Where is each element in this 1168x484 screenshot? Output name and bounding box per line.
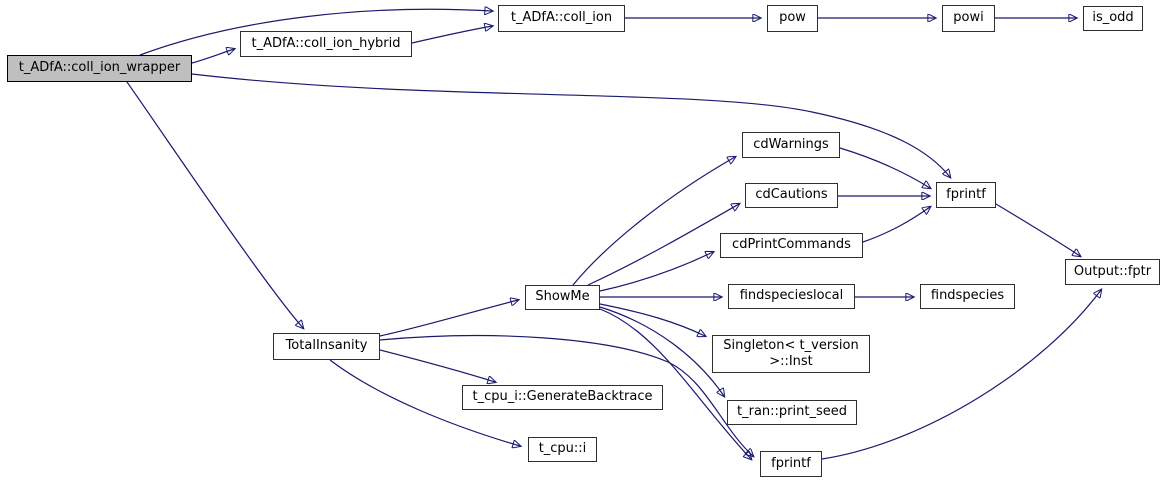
edge-total-insanity-to-show-me — [379, 300, 518, 337]
node-coll-ion[interactable]: t_ADfA::coll_ion — [498, 5, 625, 32]
edge-coll-ion-wrapper-to-coll-ion — [139, 9, 492, 56]
node-powi[interactable]: powi — [942, 5, 995, 32]
edge-fprintf-bottom-to-output-fptr — [821, 290, 1101, 460]
edge-show-me-to-singleton-inst — [599, 303, 705, 336]
node-fprintf-top[interactable]: fprintf — [936, 182, 996, 208]
edge-fprintf-top-to-output-fptr — [995, 203, 1080, 256]
edge-show-me-to-cd-cautions — [587, 204, 739, 286]
node-cd-cautions[interactable]: cdCautions — [745, 183, 838, 208]
node-generate-backtrace[interactable]: t_cpu_i::GenerateBacktrace — [462, 385, 663, 410]
node-coll-ion-hybrid[interactable]: t_ADfA::coll_ion_hybrid — [240, 31, 412, 57]
edge-total-insanity-to-fprintf-bottom — [379, 335, 753, 456]
edge-cd-warnings-to-fprintf-top — [839, 147, 930, 188]
edge-coll-ion-wrapper-to-fprintf-top — [191, 73, 950, 177]
edge-coll-ion-wrapper-to-total-insanity — [126, 81, 303, 328]
node-findspecieslocal[interactable]: findspecieslocal — [728, 284, 855, 309]
edge-show-me-to-cd-warnings — [572, 157, 735, 286]
edge-show-me-to-cd-print-commands — [599, 252, 713, 292]
node-print-seed[interactable]: t_ran::print_seed — [727, 400, 857, 425]
node-cd-print-commands[interactable]: cdPrintCommands — [720, 233, 863, 258]
edge-show-me-to-fprintf-bottom — [599, 308, 751, 459]
node-singleton-inst[interactable]: Singleton< t_version >::Inst — [712, 335, 870, 373]
edge-total-insanity-to-t-cpu-i — [329, 359, 520, 446]
edge-coll-ion-hybrid-to-coll-ion — [411, 26, 492, 44]
node-findspecies[interactable]: findspecies — [920, 284, 1015, 309]
node-t-cpu-i[interactable]: t_cpu::i — [528, 437, 597, 462]
edge-cd-print-commands-to-fprintf-top — [862, 207, 930, 243]
edge-show-me-to-print-seed — [599, 306, 724, 396]
node-total-insanity[interactable]: TotalInsanity — [273, 333, 380, 360]
node-pow[interactable]: pow — [767, 5, 818, 32]
node-output-fptr[interactable]: Output::fptr — [1065, 259, 1160, 285]
node-show-me[interactable]: ShowMe — [525, 285, 600, 310]
edge-total-insanity-to-generate-backtrace — [379, 349, 495, 382]
node-coll-ion-wrapper: t_ADfA::coll_ion_wrapper — [7, 55, 192, 82]
node-fprintf-bottom[interactable]: fprintf — [760, 451, 822, 477]
node-is-odd[interactable]: is_odd — [1083, 6, 1143, 31]
node-cd-warnings[interactable]: cdWarnings — [742, 132, 840, 158]
edge-coll-ion-wrapper-to-coll-ion-hybrid — [191, 49, 234, 64]
